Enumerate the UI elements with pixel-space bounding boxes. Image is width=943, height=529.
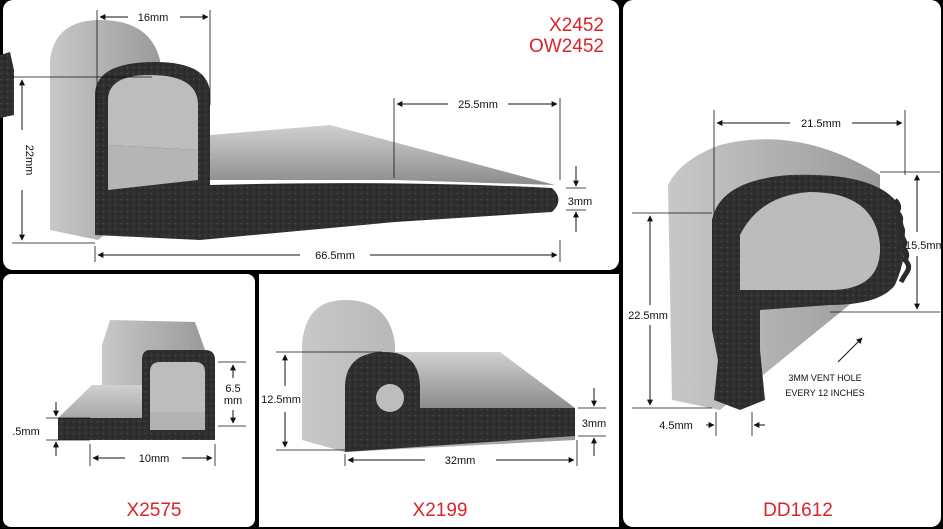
partial-seal-fragment	[0, 52, 14, 118]
dim-x2575-height: 6.5	[225, 383, 240, 395]
seal-dd1612	[668, 139, 912, 411]
dim-lip: 3mm	[568, 196, 592, 208]
dim-dd-stem: 4.5mm	[659, 420, 693, 432]
dim-dd-left-height: 22.5mm	[628, 310, 668, 322]
seal-x2575	[58, 320, 215, 440]
dim-top-width: 16mm	[138, 12, 169, 24]
dims-x2199: 12.5mm 3mm 32mm	[261, 351, 606, 467]
dims-x2452: 16mm 22mm 25.5mm 3mm 66.5mm	[12, 10, 592, 262]
vent-note-line-2: EVERY 12 INCHES	[785, 388, 864, 398]
dim-flap-width: 25.5mm	[458, 99, 498, 111]
dim-x2575-width: 10mm	[139, 453, 170, 465]
dim-x2199-height: 12.5mm	[261, 394, 301, 406]
part-code-x2575: X2575	[127, 500, 182, 521]
part-code-dd1612: DD1612	[763, 500, 833, 521]
seal-x2452	[50, 20, 559, 240]
part-code-x2199: X2199	[413, 500, 468, 521]
part-code-x2452: X2452	[549, 15, 604, 36]
vent-note-line-1: 3MM VENT HOLE	[788, 373, 861, 383]
dim-height: 22mm	[23, 145, 35, 176]
dim-x2575-height-unit: mm	[224, 395, 242, 407]
dim-dd-top-width: 21.5mm	[801, 118, 841, 130]
seal-x2199	[302, 300, 575, 452]
dim-x2199-width: 32mm	[445, 455, 476, 467]
dim-dd-right-height: 15.5mm	[905, 240, 943, 252]
dim-x2575-base: .5mm	[12, 426, 40, 438]
dim-total-width: 66.5mm	[315, 250, 355, 262]
part-code-ow2452: OW2452	[529, 36, 604, 57]
dims-dd1612: 21.5mm 15.5mm 22.5mm 4.5mm 3MM VENT HOLE…	[628, 110, 943, 436]
dims-x2575: 6.5 mm .5mm 10mm	[12, 361, 246, 466]
dim-x2199-lip: 3mm	[582, 418, 606, 430]
